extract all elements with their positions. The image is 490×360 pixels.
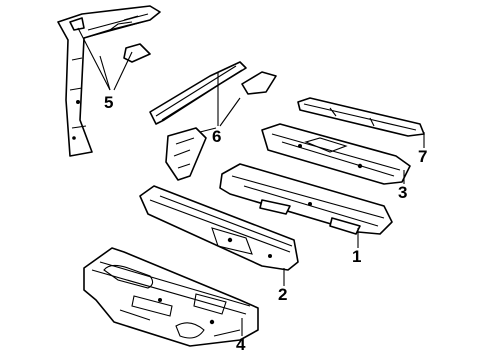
part-3-cowl-panel xyxy=(261,123,411,185)
callout-labels: 1 2 3 4 5 6 7 xyxy=(104,93,427,354)
part-4-dash-panel xyxy=(83,247,259,347)
part-2-dash-upper xyxy=(139,185,299,271)
callout-3: 3 xyxy=(398,183,407,202)
part-1-lower-cowl xyxy=(219,163,393,235)
part-6-rail-assembly xyxy=(149,61,277,181)
callout-6: 6 xyxy=(212,127,221,146)
leader-lines xyxy=(77,27,425,336)
part-7-cowl-strip xyxy=(297,97,425,137)
callout-4: 4 xyxy=(236,335,246,354)
part-5-pillar-assembly xyxy=(57,5,161,157)
callout-7: 7 xyxy=(418,147,427,166)
callout-1: 1 xyxy=(352,247,361,266)
callout-5: 5 xyxy=(104,93,113,112)
callout-2: 2 xyxy=(278,285,287,304)
